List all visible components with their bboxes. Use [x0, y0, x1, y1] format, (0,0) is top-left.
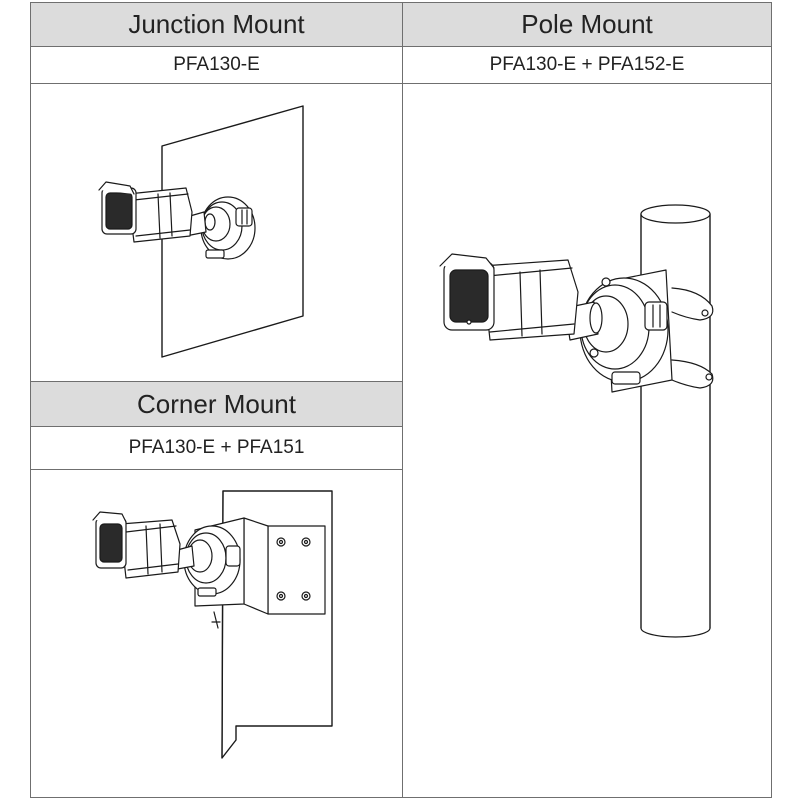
junction-mount-title: Junction Mount: [128, 9, 305, 39]
corner-mount-drawing: [93, 491, 332, 758]
pole-camera: [440, 254, 578, 340]
corner-mount-part-number: PFA130-E + PFA151: [128, 437, 305, 458]
junction-box: [201, 197, 255, 259]
pole-mount-title: Pole Mount: [521, 9, 653, 39]
corner-junction-box: [184, 518, 244, 628]
junction-mount-drawing: [99, 106, 303, 357]
corner-mount-illustration-cell: [30, 469, 403, 798]
corner-plate: [244, 518, 325, 614]
junction-mount-title-cell: Junction Mount: [30, 2, 403, 47]
corner-mount-title: Corner Mount: [137, 388, 296, 419]
corner-mount-title-cell: Corner Mount: [30, 381, 403, 427]
junction-camera: [99, 182, 192, 242]
junction-mount-part-number: PFA130-E: [173, 54, 260, 75]
pole-strap-lower: [672, 360, 713, 388]
corner-mount-part-cell: PFA130-E + PFA151: [30, 426, 403, 470]
pole-mount-drawing: [440, 205, 713, 637]
pole-mount-title-cell: Pole Mount: [402, 2, 772, 47]
corner-camera: [93, 512, 180, 578]
pole-mount-part-number: PFA130-E + PFA152-E: [489, 54, 685, 75]
